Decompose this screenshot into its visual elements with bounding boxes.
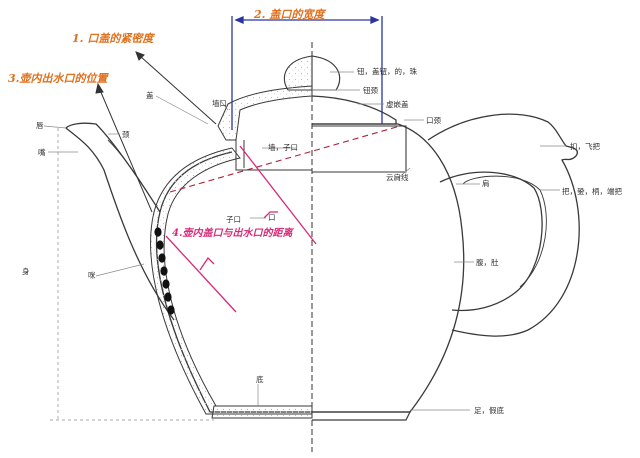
handle-outer xyxy=(427,113,580,337)
spout-outline xyxy=(65,122,175,321)
label-female-rim: 子口 xyxy=(226,215,241,224)
label-knob: 钮，盖钮，的，珠 xyxy=(357,66,417,76)
spout-inner xyxy=(107,139,161,213)
label-cloud-shoulder-line: 云肩线 xyxy=(386,172,409,182)
distance-lines xyxy=(165,145,317,313)
annotation-distance: 4.壶内盖口与出水口的距离 xyxy=(172,227,294,239)
label-lid-outer-rim: 墙口 xyxy=(212,98,227,108)
lid-right-seat xyxy=(312,125,407,173)
handle-inner-2 xyxy=(462,175,547,288)
label-knob-neck: 钮颈 xyxy=(363,85,378,95)
label-pressed-lid: 虚嵌盖 xyxy=(386,99,409,109)
spout-position-arrow xyxy=(95,82,153,213)
lid-inner xyxy=(235,140,312,171)
label-belly: 腹，肚 xyxy=(476,257,499,267)
label-spout-mouth: 嘴 xyxy=(38,147,46,157)
base-section xyxy=(211,405,313,419)
label-shoulder: 肩 xyxy=(482,178,490,188)
label-foot: 足，假底 xyxy=(474,405,504,415)
annotation-spout-position: 3.壶内出水口的位置 xyxy=(8,72,109,85)
label-wall-lid-seat: 墙，子口 xyxy=(268,142,298,152)
lid-right xyxy=(311,95,397,125)
label-neck: 颈 xyxy=(122,130,130,139)
annotation-lid-width: 2. 盖口的宽度 xyxy=(253,8,326,21)
label-lip: 唇 xyxy=(36,121,44,130)
leader-lines xyxy=(43,71,566,421)
label-lid: 盖 xyxy=(146,90,154,100)
label-body: 身 xyxy=(22,266,30,276)
label-handle-top: 扣，飞把 xyxy=(570,141,600,151)
annotation-lid-fit: 1. 口盖的紧密度 xyxy=(72,32,155,45)
body-wall-section xyxy=(150,147,313,415)
lid-width-bracket xyxy=(231,16,383,130)
label-base: 底 xyxy=(256,374,264,384)
label-mouth-neck: 口颈 xyxy=(426,116,441,125)
lid-fit-arrow xyxy=(135,51,217,125)
base-foot xyxy=(312,411,411,421)
label-mouth: 口 xyxy=(268,213,276,222)
label-spout: 咪 xyxy=(88,270,96,280)
strainer-hole-icon xyxy=(154,227,175,315)
handle-inner xyxy=(439,171,543,312)
label-handle: 把，銎，柄，端把 xyxy=(562,186,622,196)
